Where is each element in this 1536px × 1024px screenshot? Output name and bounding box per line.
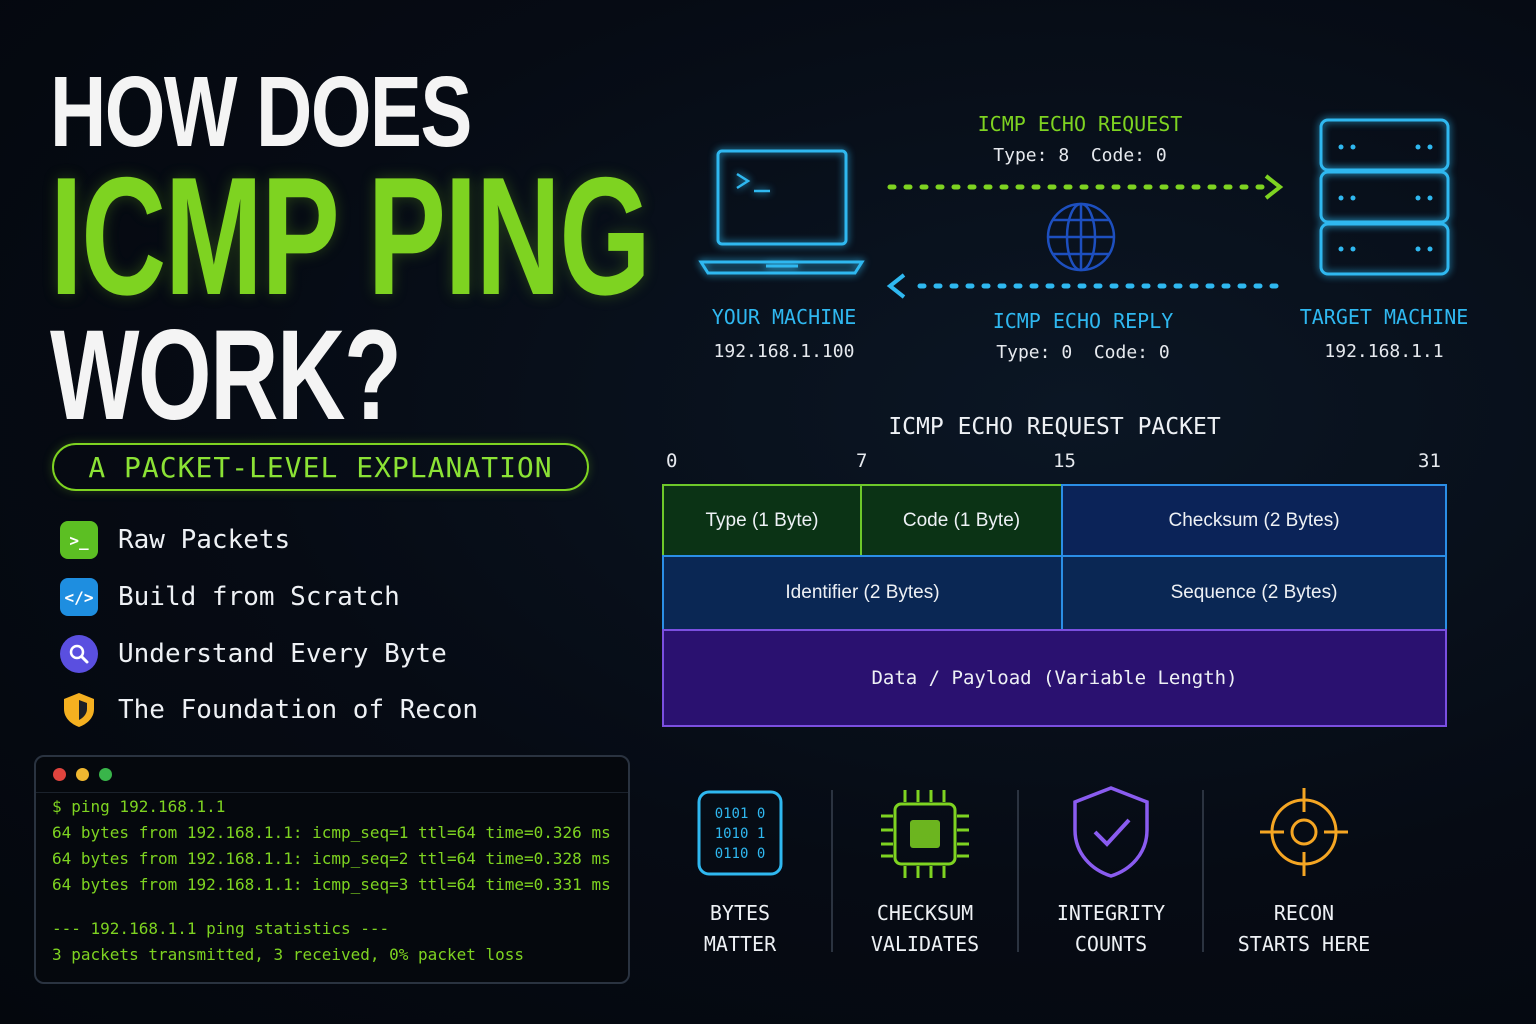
terminal-line: --- 192.168.1.1 ping statistics --- [52,919,390,938]
bit-label: 31 [1418,450,1441,472]
field-sequence: Sequence (2 Bytes) [1061,555,1447,631]
shield-icon [60,691,98,729]
recon-starts-here-caption: RECON STARTS HERE [1214,898,1394,960]
divider [1017,790,1019,952]
terminal-window: $ ping 192.168.1.1 64 bytes from 192.168… [34,755,630,984]
crosshair-icon [1260,788,1348,876]
bit-label: 0 [666,450,678,472]
network-diagram [698,118,1450,299]
checksum-validates-caption: CHECKSUM VALIDATES [845,898,1005,960]
subtitle-pill: A PACKET-LEVEL EXPLANATION [52,443,589,491]
caption-line: VALIDATES [870,932,980,956]
your-machine-ip: 192.168.1.100 [713,341,855,362]
reply-detail: Type: 0 Code: 0 [996,342,1170,363]
chip-icon [881,790,969,878]
feature-raw-packets: >_ Raw Packets [60,521,290,559]
terminal-titlebar [36,757,628,793]
request-arrow [887,174,1284,200]
terminal-line: 64 bytes from 192.168.1.1: icmp_seq=1 tt… [52,823,611,842]
packet-title: ICMP ECHO REQUEST PACKET [888,414,1221,440]
feature-label: Raw Packets [118,525,291,555]
bit-label: 15 [1053,450,1076,472]
divider [831,790,833,952]
caption-line: CHECKSUM [876,901,974,925]
integrity-counts-caption: INTEGRITY COUNTS [1031,898,1191,960]
feature-understand-every-byte: Understand Every Byte [60,635,447,673]
title-line-1: HOW DOES [50,56,472,168]
request-detail: Type: 8 Code: 0 [993,145,1167,166]
feature-label: Understand Every Byte [118,639,447,669]
field-type: Type (1 Byte) [662,484,862,557]
magnifier-icon [60,635,98,673]
feature-build-from-scratch: </> Build from Scratch [60,578,400,616]
caption-line: COUNTS [1074,932,1148,956]
terminal-line: 64 bytes from 192.168.1.1: icmp_seq=3 tt… [52,875,611,894]
maximize-dot-icon[interactable] [99,768,112,781]
field-checksum: Checksum (2 Bytes) [1061,484,1447,557]
bottom-icons: 0101 0 1010 1 0110 0 [697,786,1348,878]
bytes-matter-caption: BYTES MATTER [665,898,815,960]
feature-label: Build from Scratch [118,582,400,612]
feature-foundation-of-recon: The Foundation of Recon [60,691,478,729]
terminal-line: 64 bytes from 192.168.1.1: icmp_seq=2 tt… [52,849,611,868]
caption-line: RECON [1273,901,1335,925]
bit-label: 7 [856,450,868,472]
field-data-payload: Data / Payload (Variable Length) [662,629,1447,727]
minimize-dot-icon[interactable] [76,768,89,781]
field-code: Code (1 Byte) [860,484,1063,557]
svg-text:0101 0: 0101 0 [715,806,766,822]
server-lights [1338,144,1433,252]
shield-check-icon [1073,786,1149,878]
field-identifier: Identifier (2 Bytes) [662,555,1063,631]
terminal-icon: >_ [60,521,98,559]
title-line-2: ICMP PING [50,142,651,330]
globe-icon [1046,202,1116,272]
svg-text:0110 0: 0110 0 [715,846,766,862]
target-machine-label: TARGET MACHINE [1299,305,1469,329]
terminal-line: 3 packets transmitted, 3 received, 0% pa… [52,945,525,964]
caption-line: BYTES [709,901,771,925]
caption-line: STARTS HERE [1237,932,1371,956]
terminal-line: $ ping 192.168.1.1 [52,797,226,816]
request-label: ICMP ECHO REQUEST [977,112,1183,136]
title-line-3: WORK? [50,304,402,447]
svg-text:1010 1: 1010 1 [715,826,766,842]
reply-label: ICMP ECHO REPLY [992,309,1174,333]
reply-arrow [886,273,1279,299]
laptop-icon [698,149,865,275]
caption-line: MATTER [703,932,777,956]
feature-label: The Foundation of Recon [118,695,479,725]
target-machine-ip: 192.168.1.1 [1324,341,1444,362]
close-dot-icon[interactable] [53,768,66,781]
binary-icon: 0101 0 1010 1 0110 0 [697,790,783,876]
divider [1202,790,1204,952]
code-icon: </> [60,578,98,616]
server-icon [1319,118,1450,276]
your-machine-label: YOUR MACHINE [711,305,857,329]
caption-line: INTEGRITY [1056,901,1166,925]
